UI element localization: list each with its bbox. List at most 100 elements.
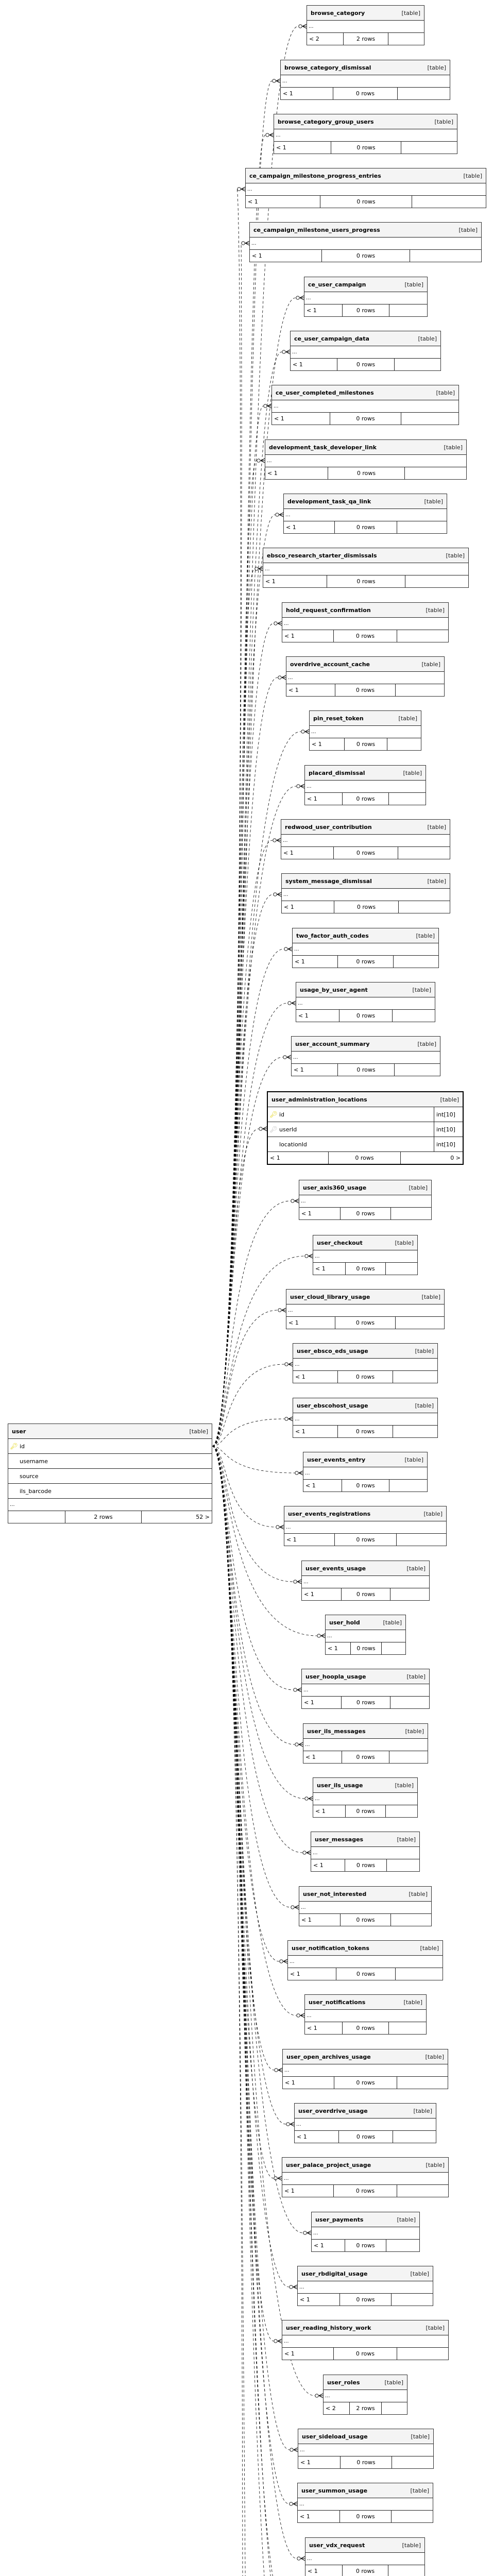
table-header[interactable]: redwood_user_contribution[table]	[281, 820, 450, 835]
table-header[interactable]: ce_user_campaign[table]	[304, 277, 427, 292]
child-count[interactable]	[393, 1426, 437, 1437]
table-name[interactable]: hold_request_confirmation	[286, 606, 371, 614]
child-count[interactable]	[386, 1263, 417, 1275]
table-ce-campaign-milestone-progress-entries[interactable]: ce_campaign_milestone_progress_entries[t…	[245, 168, 486, 208]
table-browse-category-group-users[interactable]: browse_category_group_users[table]...< 1…	[274, 114, 457, 154]
child-count[interactable]	[410, 250, 481, 262]
parent-count[interactable]: < 1	[310, 738, 345, 750]
parent-count[interactable]: < 1	[282, 2185, 334, 2197]
table-header[interactable]: browse_category_group_users[table]	[274, 114, 457, 129]
parent-count[interactable]: < 1	[304, 304, 343, 316]
table-name[interactable]: user_administration_locations	[271, 1096, 367, 1103]
table-name[interactable]: user_ebscohost_usage	[297, 1402, 368, 1409]
parent-count[interactable]: < 1	[302, 1697, 342, 1708]
parent-count[interactable]: < 1	[282, 901, 334, 913]
table-name[interactable]: redwood_user_contribution	[285, 823, 372, 831]
child-count[interactable]	[387, 1859, 419, 1871]
child-count[interactable]	[401, 142, 457, 154]
table-header[interactable]: user_ils_messages[table]	[303, 1724, 428, 1739]
parent-count[interactable]: < 1	[292, 1064, 338, 1076]
child-count[interactable]	[389, 1480, 427, 1492]
table-name[interactable]: user_checkout	[317, 1239, 363, 1246]
table-header[interactable]: user [table]	[8, 1424, 212, 1439]
table-header[interactable]: pin_reset_token[table]	[310, 711, 421, 726]
parent-count[interactable]: < 1	[326, 1642, 351, 1654]
table-name[interactable]: user_overdrive_usage	[298, 2107, 368, 2114]
table-name[interactable]: ce_campaign_milestone_progress_entries	[249, 172, 381, 179]
child-count[interactable]	[397, 1534, 446, 1546]
table-name[interactable]: user_cloud_library_usage	[290, 1293, 370, 1300]
table-header[interactable]: user_account_summary[table]	[292, 1037, 440, 1052]
parent-count[interactable]: < 1	[265, 467, 328, 479]
parent-count[interactable]: < 1	[284, 1534, 335, 1546]
parent-count[interactable]: < 1	[284, 521, 335, 533]
table-name[interactable]: development_task_developer_link	[269, 444, 377, 451]
table-header[interactable]: browse_category_dismissal[table]	[281, 60, 450, 75]
table-name[interactable]: user_reading_history_work	[286, 2324, 371, 2331]
parent-count[interactable]: < 1	[288, 1968, 336, 1980]
table-name[interactable]: usage_by_user_agent	[300, 986, 368, 993]
table-header[interactable]: user_events_entry[table]	[303, 1452, 427, 1467]
table-name[interactable]: user_notifications	[309, 1998, 366, 2006]
table-name[interactable]: user_events_registrations	[288, 1510, 371, 1517]
table-development-task-developer-link[interactable]: development_task_developer_link[table]..…	[265, 439, 467, 480]
parent-count[interactable]: < 1	[311, 1859, 345, 1871]
table-name[interactable]: user_ils_usage	[317, 1782, 363, 1789]
child-count[interactable]	[390, 1697, 429, 1708]
parent-count[interactable]	[8, 1511, 65, 1523]
parent-count[interactable]: < 1	[298, 2511, 340, 2522]
child-count[interactable]	[382, 1642, 405, 1654]
child-count[interactable]	[391, 1208, 431, 1219]
parent-count[interactable]: < 1	[293, 956, 338, 968]
table-header[interactable]: user_summon_usage[table]	[298, 2483, 433, 2498]
child-count[interactable]	[399, 901, 450, 913]
table-header[interactable]: ce_campaign_milestone_progress_entries[t…	[246, 168, 486, 183]
child-count[interactable]	[398, 847, 450, 859]
table-header[interactable]: user_notification_tokens[table]	[288, 1941, 443, 1956]
table-name[interactable]: user_palace_project_usage	[286, 2161, 371, 2168]
parent-count[interactable]: < 1	[313, 1805, 346, 1817]
child-count[interactable]	[392, 2456, 433, 2468]
column-row[interactable]: ils_barcode	[8, 1484, 212, 1499]
table-header[interactable]: user_overdrive_usage[table]	[295, 2104, 436, 2119]
table-header[interactable]: overdrive_account_cache[table]	[286, 657, 444, 672]
table-name[interactable]: ce_user_campaign	[308, 281, 366, 288]
table-header[interactable]: user_ebscohost_usage[table]	[293, 1398, 437, 1413]
table-ce-user-completed-milestones[interactable]: ce_user_completed_milestones[table]...< …	[271, 385, 459, 425]
child-count[interactable]	[397, 2185, 448, 2197]
table-header[interactable]: user_roles[table]	[324, 2375, 407, 2390]
parent-count[interactable]: < 1	[283, 2077, 334, 2089]
table-name[interactable]: placard_dismissal	[309, 769, 365, 776]
table-header[interactable]: user_not_interested[table]	[299, 1887, 431, 1902]
table-name[interactable]: browse_category_dismissal	[284, 64, 371, 71]
parent-count[interactable]: < 1	[293, 1426, 338, 1437]
child-count[interactable]	[386, 2240, 419, 2251]
parent-count[interactable]: < 1	[281, 88, 333, 99]
child-count[interactable]	[388, 2565, 424, 2576]
parent-count[interactable]: < 1	[299, 1208, 341, 1219]
table-name[interactable]: user_summon_usage	[301, 2487, 368, 2494]
child-count[interactable]	[397, 2348, 448, 2360]
child-count[interactable]	[382, 2402, 407, 2414]
parent-count[interactable]: < 1	[281, 847, 334, 859]
table-header[interactable]: two_factor_auth_codes[table]	[293, 928, 438, 943]
table-ebsco-research-starter-dismissals[interactable]: ebsco_research_starter_dismissals[table]…	[263, 548, 469, 588]
child-count[interactable]	[395, 359, 440, 370]
table-header[interactable]: user_rbdigital_usage[table]	[298, 2266, 433, 2281]
table-header[interactable]: ce_user_campaign_data[table]	[291, 331, 440, 346]
